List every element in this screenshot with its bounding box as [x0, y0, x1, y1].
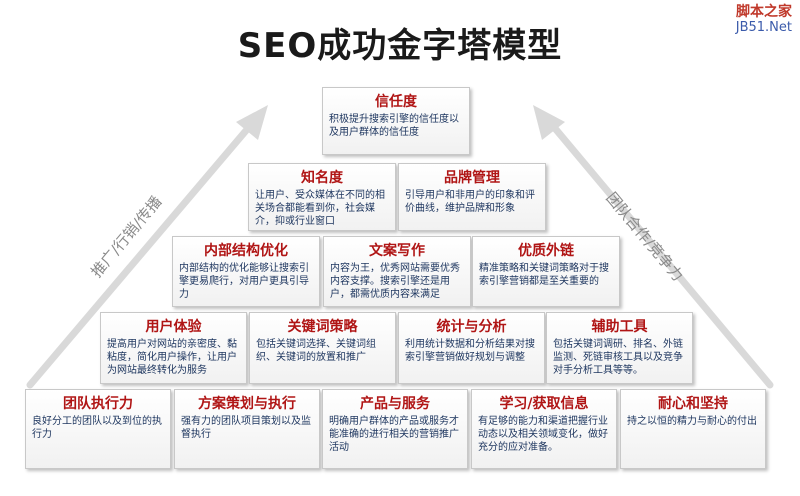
block-text: 利用统计数据和分析结果对搜索引擎营销做好规划与调整: [405, 339, 535, 363]
block-text: 内部结构的优化能够让搜索引擎更易爬行，对用户更具引导力: [179, 263, 309, 300]
block-title: 团队执行力: [63, 396, 133, 412]
pyramid-block: 品牌管理引导用户和非用户的印象和评价曲线，维护品牌和形象: [398, 163, 546, 231]
pyramid-block: 产品与服务明确用户群体的产品或服务才能准确的进行相关的营销推广活动: [322, 389, 468, 469]
pyramid-block: 内部结构优化内部结构的优化能够让搜索引擎更易爬行，对用户更具引导力: [172, 236, 320, 307]
pyramid-block: 信任度积极提升搜索引擎的信任度以及用户群体的信任度: [322, 87, 470, 155]
block-title: 知名度: [301, 170, 343, 186]
pyramid-block: 文案写作内容为王，优秀网站需要优秀内容支撑。搜索引擎还是用户，都需优质内容来满足: [323, 236, 471, 307]
block-text: 有足够的能力和渠道把握行业动态以及相关领域变化，做好充分的应对准备。: [478, 416, 608, 453]
pyramid-block: 耐心和坚持持之以恒的精力与耐心的付出: [620, 389, 766, 469]
pyramid-block: 统计与分析利用统计数据和分析结果对搜索引擎营销做好规划与调整: [398, 312, 545, 384]
block-title: 品牌管理: [444, 170, 500, 186]
page-title: SEO成功金字塔模型: [237, 26, 563, 66]
pyramid-block: 辅助工具包括关键词调研、排名、外链监测、死链审核工具以及竞争对手分析工具等等。: [546, 312, 693, 384]
block-title: 信任度: [375, 94, 417, 110]
block-text: 包括关键词调研、排名、外链监测、死链审核工具以及竞争对手分析工具等等。: [553, 339, 683, 376]
watermark-line1: 脚本之家: [736, 4, 792, 20]
block-text: 内容为王，优秀网站需要优秀内容支撑。搜索引擎还是用户，都需优质内容来满足: [330, 263, 460, 300]
block-title: 方案策划与执行: [198, 396, 296, 412]
pyramid-block: 团队执行力良好分工的团队以及到位的执行力: [25, 389, 171, 469]
watermark-line2: JB51.Net: [735, 20, 792, 35]
block-title: 学习/获取信息: [499, 396, 589, 412]
block-title: 内部结构优化: [204, 243, 288, 259]
block-title: 关键词策略: [287, 319, 358, 335]
pyramid-block: 方案策划与执行强有力的团队项目策划以及监督执行: [174, 389, 320, 469]
pyramid-block: 知名度让用户、受众媒体在不同的相关场合都能看到你，社会媒介，抑或行业窗口: [248, 163, 396, 231]
pyramid-block: 优质外链精准策略和关键词策略对于搜索引擎营销都是至关重要的: [472, 236, 620, 307]
block-title: 用户体验: [145, 319, 202, 335]
pyramid-block: 学习/获取信息有足够的能力和渠道把握行业动态以及相关领域变化，做好充分的应对准备…: [471, 389, 617, 469]
block-text: 包括关键词选择、关键词组织、关键词的放置和推广: [256, 339, 376, 363]
block-title: 文案写作: [369, 243, 425, 259]
block-title: 产品与服务: [360, 396, 430, 412]
watermark: 脚本之家 JB51.Net: [736, 4, 792, 36]
block-text: 持之以恒的精力与耐心的付出: [627, 416, 757, 427]
block-text: 强有力的团队项目策划以及监督执行: [181, 416, 311, 440]
block-text: 引导用户和非用户的印象和评价曲线，维护品牌和形象: [405, 190, 535, 214]
block-text: 明确用户群体的产品或服务才能准确的进行相关的营销推广活动: [329, 416, 459, 453]
block-text: 良好分工的团队以及到位的执行力: [32, 416, 162, 440]
block-title: 统计与分析: [436, 319, 507, 335]
block-text: 让用户、受众媒体在不同的相关场合都能看到你，社会媒介，抑或行业窗口: [255, 190, 385, 227]
pyramid-block: 用户体验提高用户对网站的亲密度、黏粘度，简化用户操作，让用户为网站最终转化为服务: [100, 312, 247, 384]
block-title: 耐心和坚持: [658, 396, 728, 412]
block-text: 提高用户对网站的亲密度、黏粘度，简化用户操作，让用户为网站最终转化为服务: [107, 339, 237, 376]
block-text: 积极提升搜索引擎的信任度以及用户群体的信任度: [329, 114, 459, 138]
block-title: 辅助工具: [591, 319, 648, 335]
block-text: 精准策略和关键词策略对于搜索引擎营销都是至关重要的: [479, 263, 609, 287]
pyramid-block: 关键词策略包括关键词选择、关键词组织、关键词的放置和推广: [249, 312, 396, 384]
block-title: 优质外链: [518, 243, 574, 259]
